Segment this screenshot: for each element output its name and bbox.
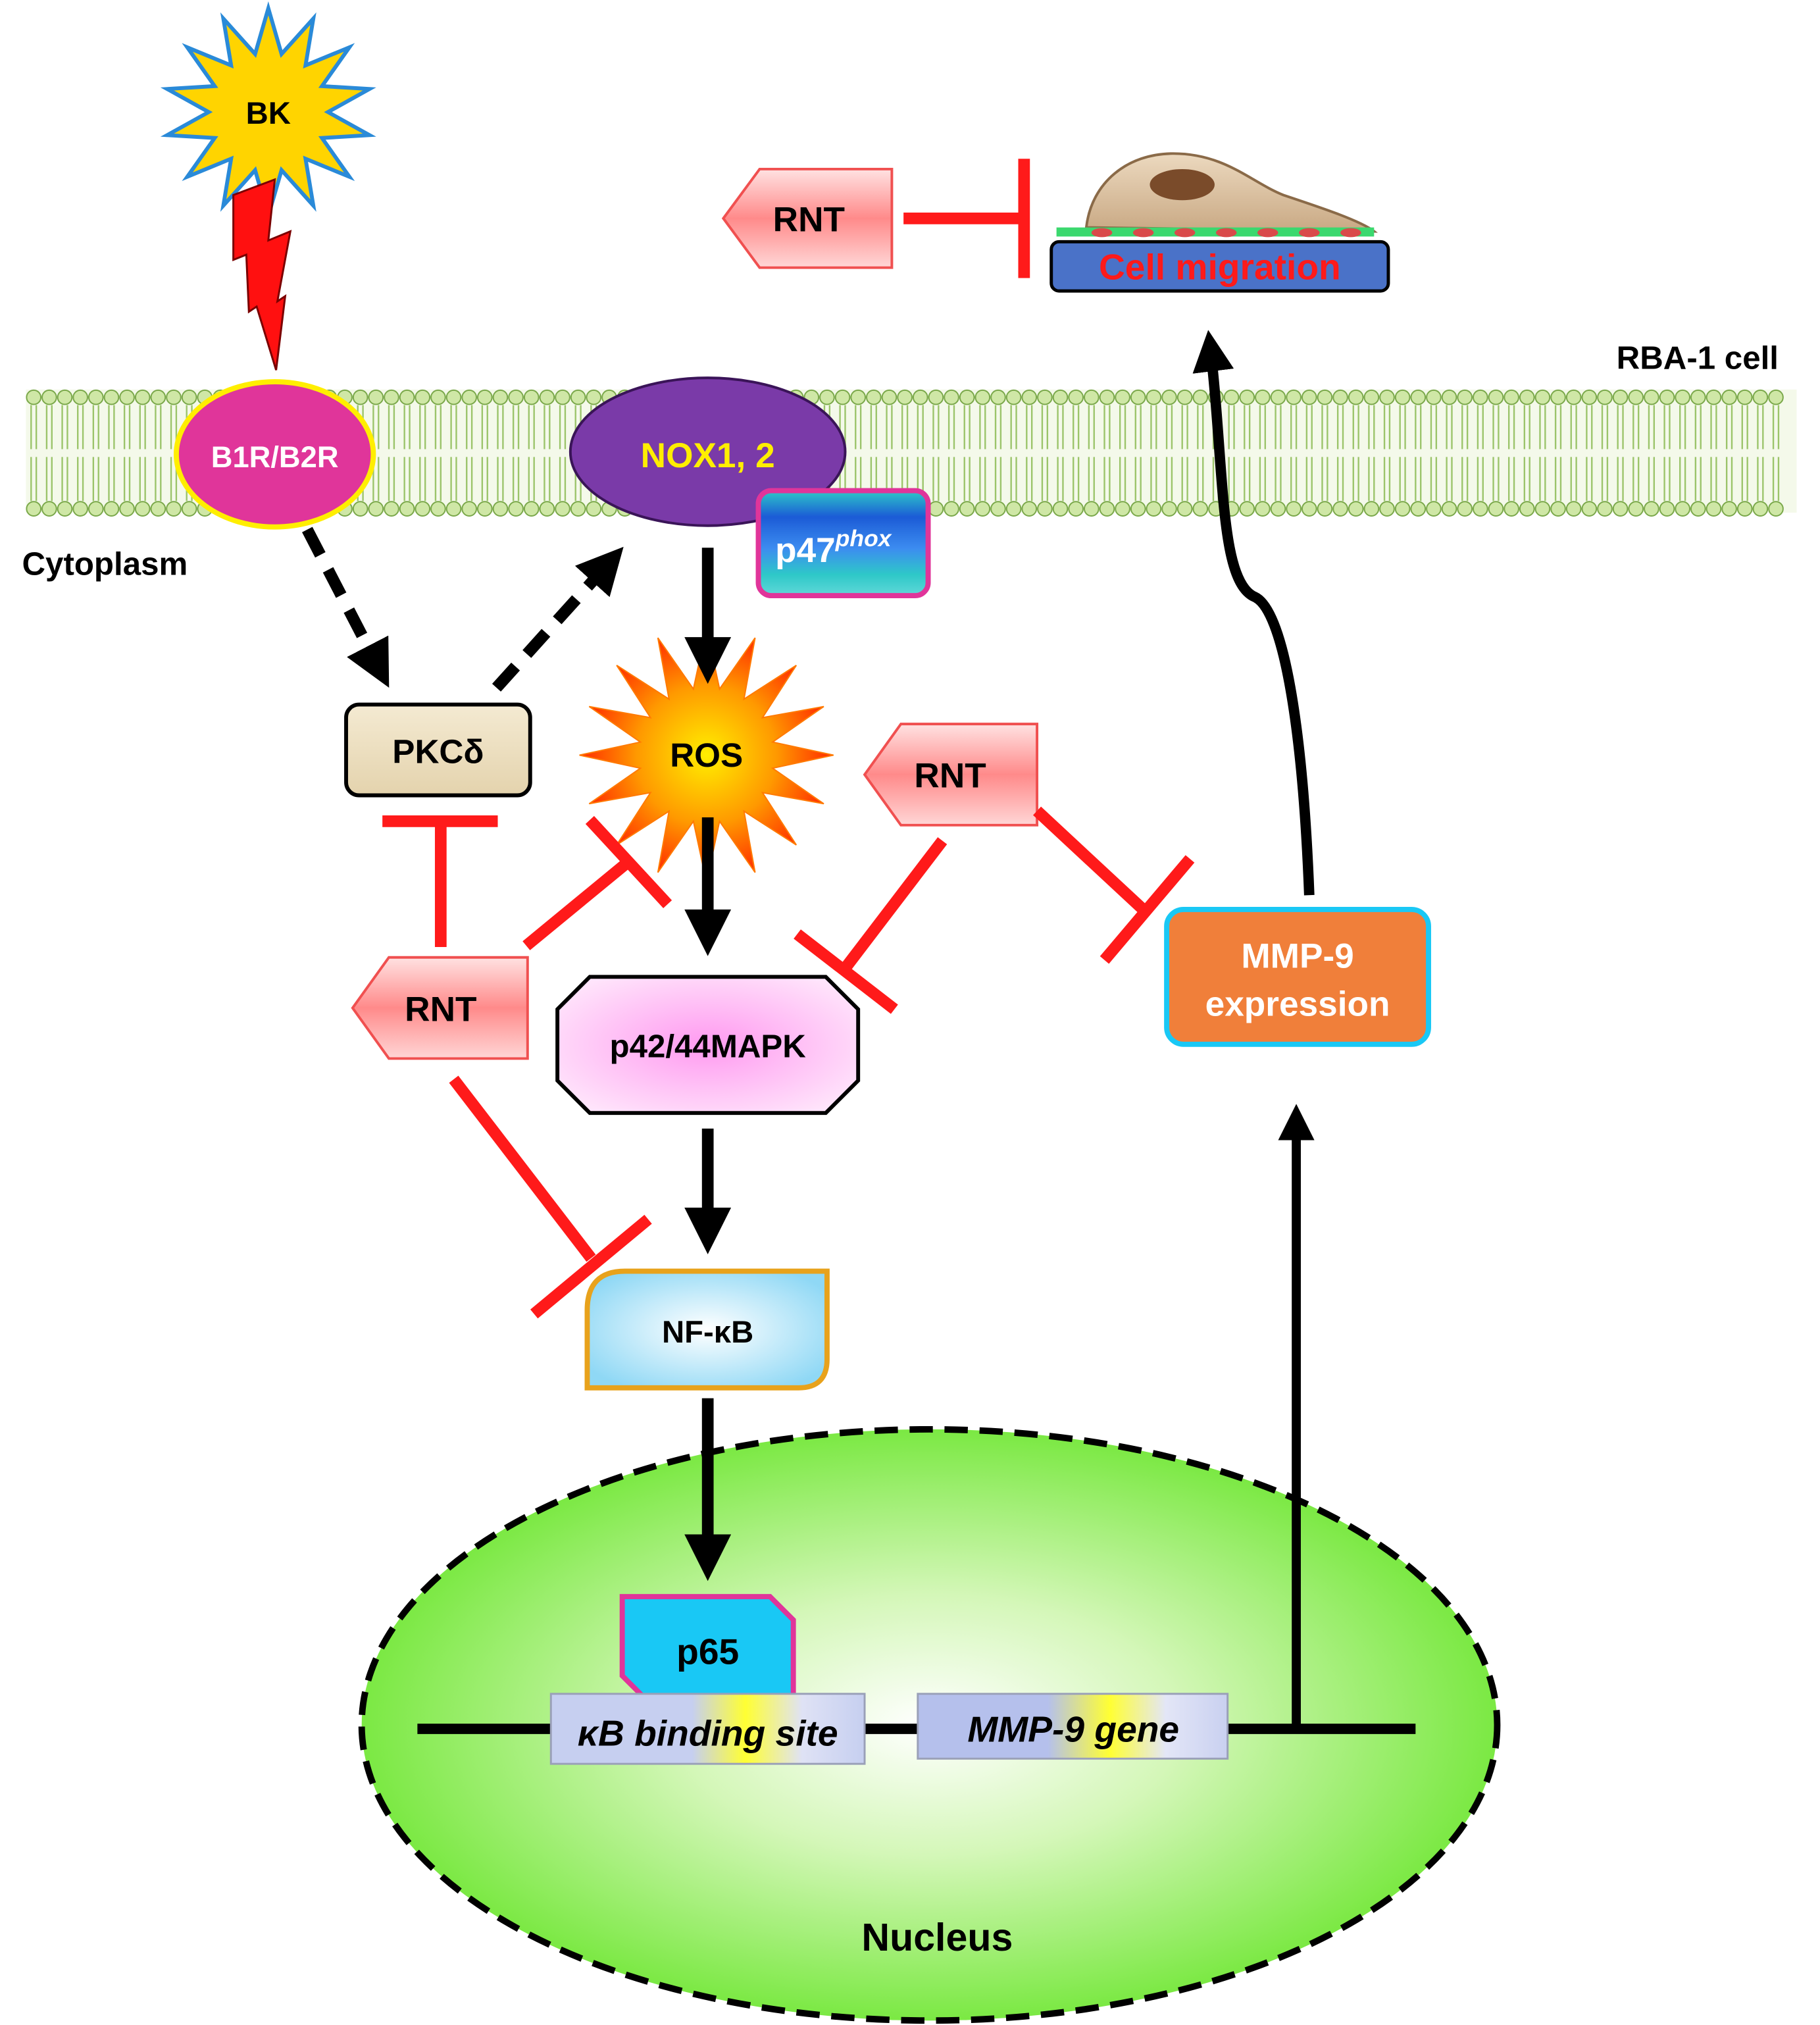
p47-label: p47 — [775, 531, 836, 570]
inhibition-lines — [382, 159, 1195, 1319]
rnt-inhibitor-top: RNT — [721, 167, 894, 269]
rnt-inhibitor-left: RNT — [351, 956, 529, 1060]
rnt-right-label: RNT — [914, 757, 986, 796]
bk-ligand: BK — [160, 1, 376, 223]
arrow-pkc-to-nox — [492, 546, 624, 692]
cell-migration-label: Cell migration — [1099, 246, 1341, 287]
nfkb-label: NF-κB — [662, 1315, 753, 1350]
ros-label: ROS — [670, 736, 743, 774]
inhibit-rnt-to-mapk-right — [842, 837, 948, 970]
activation-arrows — [302, 330, 1315, 1729]
kb-site-label: κB binding site — [578, 1713, 838, 1754]
mmp9-expression-line2: expression — [1205, 985, 1390, 1023]
cell-adhesion-points — [1091, 228, 1361, 238]
b1r-b2r-receptor: B1R/B2R — [173, 379, 376, 530]
nucleus-label: Nucleus — [861, 1915, 1013, 1959]
receptor-label: B1R/B2R — [211, 440, 339, 474]
bk-label: BK — [246, 96, 291, 131]
lightning-bolt-icon — [232, 178, 292, 371]
rnt-left-label: RNT — [405, 990, 476, 1029]
nox-label: NOX1, 2 — [641, 436, 775, 475]
cell-migration-illustration: Cell migration — [1049, 152, 1390, 293]
mmp9-gene: MMP-9 gene — [917, 1693, 1229, 1760]
rnt-top-label: RNT — [773, 201, 845, 240]
p65-box: p65 — [619, 1594, 796, 1701]
rnt-inhibitor-right: RNT — [863, 723, 1039, 827]
pkc-label: PKCδ — [392, 732, 484, 770]
arrow-receptor-to-pkc — [302, 526, 390, 688]
inhibit-rnt-to-ros-mapk — [522, 857, 633, 950]
inhibit-rnt-to-mmp9 — [1033, 806, 1151, 918]
mapk-label: p42/44MAPK — [609, 1028, 806, 1064]
migrating-cell-icon — [1084, 152, 1378, 233]
cell-name-label: RBA-1 cell — [1617, 340, 1779, 376]
p42-44mapk-box: p42/44MAPK — [555, 975, 861, 1115]
svg-text:p47phox: p47phox — [775, 525, 892, 570]
mmp9-expression-line1: MMP-9 — [1241, 937, 1353, 976]
p47phox-box: p47phox — [755, 488, 931, 599]
arrow-mmp9-to-migration — [1192, 330, 1315, 896]
kb-binding-site: κB binding site — [549, 1693, 866, 1765]
mmp9-expression-box: MMP-9 expression — [1164, 906, 1431, 1047]
mmp9-gene-label: MMP-9 gene — [967, 1709, 1179, 1750]
phox-superscript: phox — [835, 525, 892, 551]
nfkb-box: NF-κB — [584, 1268, 830, 1391]
cytoplasm-label: Cytoplasm — [22, 546, 188, 582]
ros-burst: ROS — [579, 628, 834, 883]
p65-label: p65 — [676, 1631, 739, 1672]
inhibit-rnt-to-nfkb — [449, 1075, 596, 1262]
pkc-delta-box: PKCδ — [344, 702, 532, 798]
cell-nucleus-icon — [1150, 168, 1215, 201]
